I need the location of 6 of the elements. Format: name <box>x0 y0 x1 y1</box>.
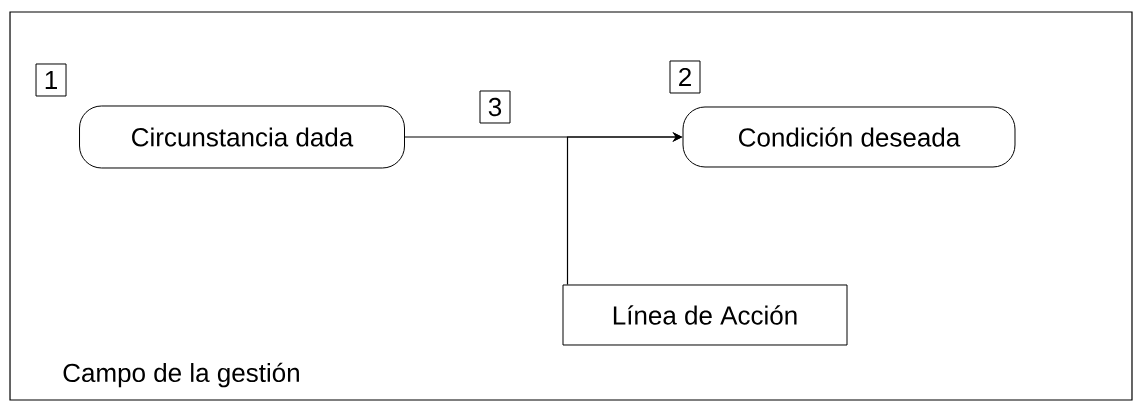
callout-number: 1 <box>35 63 67 97</box>
process-box: Línea de Acción <box>562 284 848 346</box>
rounded-box: Condición deseada <box>682 106 1016 168</box>
rounded-box: Circunstancia dada <box>79 105 405 169</box>
callout-number: 3 <box>479 90 511 124</box>
callout-number: 2 <box>669 60 701 94</box>
